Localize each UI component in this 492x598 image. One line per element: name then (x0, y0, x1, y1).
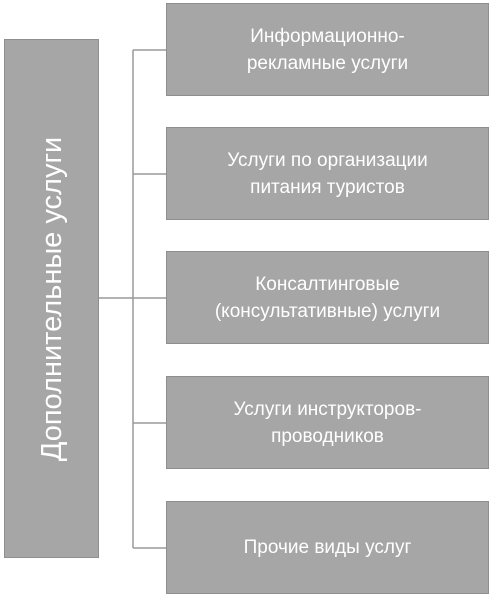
child-node-label: Услуги инструкторов- проводников (233, 398, 422, 447)
root-node: Дополнительные услуги (4, 39, 99, 558)
child-node-2: Услуги по организации питания туристов (166, 127, 489, 220)
root-node-label: Дополнительные услуги (35, 136, 68, 461)
child-node-label: Прочие виды услуг (243, 537, 412, 558)
child-node-label: Информационно- рекламные услуги (246, 25, 409, 74)
child-node-4: Услуги инструкторов- проводников (166, 376, 489, 469)
child-node-1: Информационно- рекламные услуги (166, 3, 489, 96)
child-node-label: Консалтинговые (консультативные) услуги (214, 273, 441, 322)
child-node-5: Прочие виды услуг (166, 501, 489, 594)
child-node-3: Консалтинговые (консультативные) услуги (166, 251, 489, 344)
child-node-label: Услуги по организации питания туристов (227, 149, 428, 198)
